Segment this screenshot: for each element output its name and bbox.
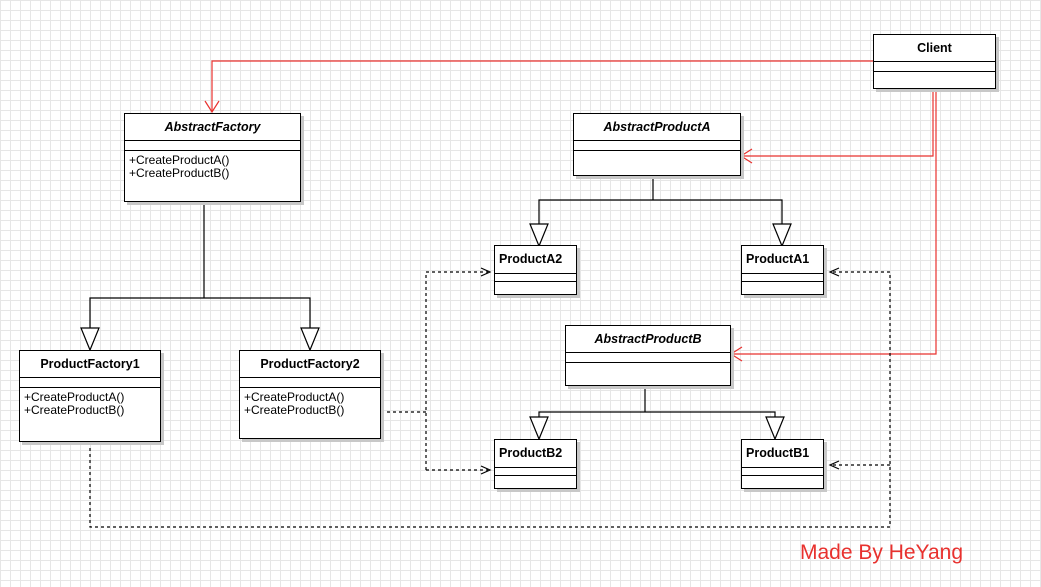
operation: +CreateProductB() — [244, 403, 345, 417]
class-product-a1[interactable]: ProductA1 — [741, 245, 824, 295]
generalization-product-b — [529, 386, 785, 441]
class-product-factory-1[interactable]: ProductFactory1 +CreateProductA() +Creat… — [19, 350, 161, 442]
attributes-compartment — [495, 468, 576, 476]
class-name: ProductB2 — [495, 440, 576, 468]
class-product-factory-2[interactable]: ProductFactory2 +CreateProductA() +Creat… — [239, 350, 381, 439]
attributes-compartment — [20, 378, 160, 388]
class-client[interactable]: Client — [873, 34, 996, 89]
class-product-a2[interactable]: ProductA2 — [494, 245, 577, 295]
class-product-b1[interactable]: ProductB1 — [741, 439, 824, 489]
dependency-factory1-arrowheads — [828, 267, 840, 470]
attributes-compartment — [240, 378, 380, 388]
operations-compartment: +CreateProductA() +CreateProductB() — [20, 388, 160, 417]
attributes-compartment — [125, 141, 300, 151]
class-name: ProductFactory2 — [240, 351, 380, 378]
attributes-compartment — [566, 353, 730, 363]
association-client-abstractfactory — [204, 60, 873, 114]
dependency-factory2-products — [381, 271, 488, 471]
class-abstract-factory[interactable]: AbstractFactory +CreateProductA() +Creat… — [124, 113, 301, 202]
watermark-text: Made By HeYang — [800, 541, 964, 564]
attributes-compartment — [742, 274, 823, 282]
attributes-compartment — [495, 274, 576, 282]
class-name: ProductB1 — [742, 440, 823, 468]
generalization-product-a — [529, 176, 792, 248]
class-name: ProductA1 — [742, 246, 823, 274]
attributes-compartment — [574, 141, 740, 151]
operation: +CreateProductB() — [24, 403, 125, 417]
operation: +CreateProductB() — [129, 166, 230, 180]
operation: +CreateProductA() — [24, 390, 125, 404]
class-abstract-product-b[interactable]: AbstractProductB — [565, 325, 731, 386]
class-name: AbstractFactory — [125, 114, 300, 141]
attributes-compartment — [742, 468, 823, 476]
class-abstract-product-a[interactable]: AbstractProductA — [573, 113, 741, 176]
operation: +CreateProductA() — [244, 390, 345, 404]
class-name: ProductFactory1 — [20, 351, 160, 378]
operations-compartment: +CreateProductA() +CreateProductB() — [125, 151, 300, 180]
class-name: Client — [874, 35, 995, 62]
dependency-factory2-arrowheads — [480, 267, 492, 475]
dependency-factory1-products — [89, 271, 891, 528]
attributes-compartment — [874, 62, 995, 72]
association-client-abstractproductb — [729, 89, 937, 362]
class-name: AbstractProductA — [574, 114, 740, 141]
association-client-abstractproducta — [739, 89, 934, 164]
class-product-b2[interactable]: ProductB2 — [494, 439, 577, 489]
class-name: ProductA2 — [495, 246, 576, 274]
class-name: AbstractProductB — [566, 326, 730, 353]
operations-compartment: +CreateProductA() +CreateProductB() — [240, 388, 380, 417]
operation: +CreateProductA() — [129, 153, 230, 167]
generalization-factories — [80, 202, 320, 352]
